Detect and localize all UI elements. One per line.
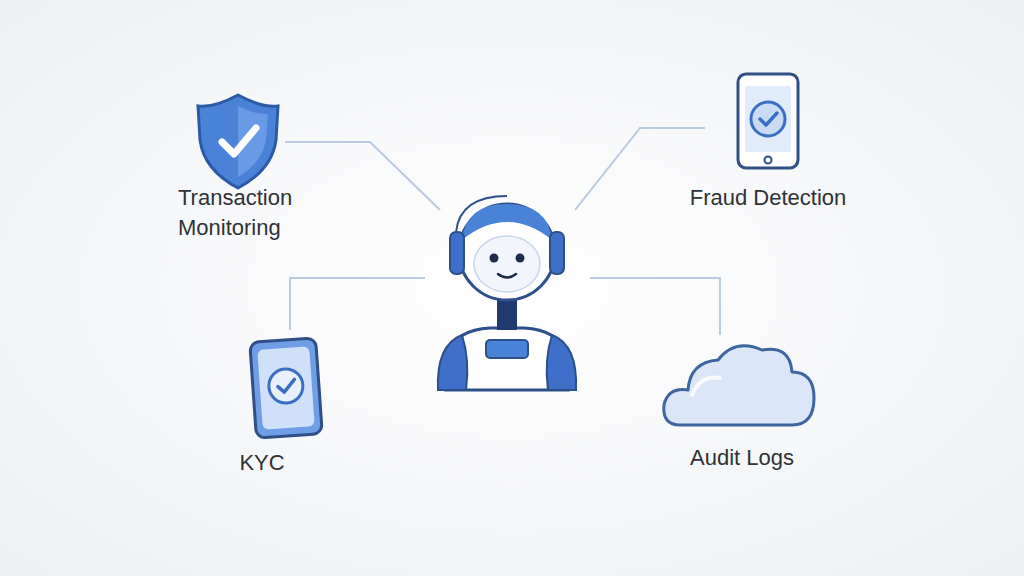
item-label: Transaction Monitoring [178,183,318,243]
phone-icon [738,74,798,168]
shield-icon [198,95,278,188]
id-card-icon [250,338,323,438]
leader-line [285,142,440,210]
robot-illustration [438,196,576,390]
leader-lines [285,128,720,335]
leader-line [590,278,720,335]
leader-line [290,278,425,330]
leader-line [575,128,705,210]
item-label: Fraud Detection [668,183,868,213]
item-label: KYC [212,448,312,478]
item-label: Audit Logs [652,443,832,473]
cloud-icon [664,346,814,425]
